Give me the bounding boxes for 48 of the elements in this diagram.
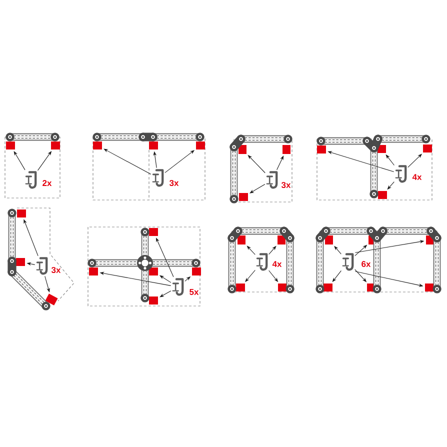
connector-block (149, 268, 158, 276)
arrow (160, 290, 172, 298)
connector-block (325, 236, 333, 244)
connector-block (17, 210, 26, 218)
clamp-icon (152, 169, 164, 187)
quantity-label: 3x (51, 267, 61, 274)
clamp-icon (172, 278, 184, 296)
clamp-icon (395, 165, 407, 183)
connector-block (149, 142, 158, 150)
quantity-label: 3x (281, 182, 291, 188)
connector-block (317, 146, 326, 154)
connector-block (238, 145, 246, 154)
arrow (246, 246, 256, 255)
connector-block (236, 284, 245, 292)
connector-block (89, 268, 98, 276)
clamp-icon (266, 171, 278, 189)
quantity-label: 2x (42, 180, 52, 186)
connector-block (278, 284, 287, 292)
clamp-icon (36, 257, 48, 275)
connector-block (6, 142, 15, 150)
connector-block (425, 284, 434, 292)
quantity-label: 4x (272, 261, 282, 267)
quantity-label: 3x (169, 180, 179, 186)
connector-block (378, 191, 387, 199)
connector-block (278, 236, 286, 244)
arrow (276, 156, 284, 170)
connector-block (324, 284, 332, 292)
connector-block (238, 236, 246, 244)
quantity-label: 6x (362, 261, 371, 267)
arrow (250, 184, 266, 194)
clamp-icon (25, 171, 37, 189)
connector-block (51, 142, 60, 150)
connector-block (282, 145, 290, 154)
quantity-label: 5x (190, 289, 199, 295)
connector-block (149, 228, 158, 236)
arrow (14, 151, 26, 170)
quantity-label: 4x (412, 174, 422, 180)
connector-block (239, 193, 248, 201)
connector-block (16, 258, 25, 266)
clamp-icon (342, 253, 354, 271)
arrow (104, 148, 152, 174)
connector-block (93, 142, 102, 150)
connector-block (196, 142, 205, 150)
connector-block (192, 268, 201, 276)
connector-block (45, 294, 58, 306)
connector-block (423, 144, 432, 152)
clamp-icon (256, 253, 268, 271)
connector-block (149, 296, 158, 304)
